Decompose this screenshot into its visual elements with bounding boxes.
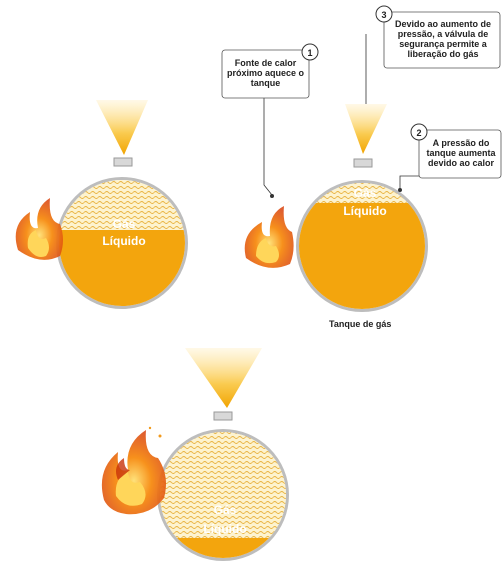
flame-1	[15, 198, 63, 260]
tank-2-liquid-label: Líquido	[343, 204, 386, 218]
safety-valve-3	[213, 411, 233, 421]
callout-text-2: A pressão do tanque aumenta devido ao ca…	[426, 138, 496, 168]
liquid-region-2	[299, 203, 425, 309]
callout-badge-2	[410, 123, 428, 141]
callout-text-3: Devido ao aumento de pressão, a válvula …	[394, 19, 492, 59]
gas-jet-2	[345, 104, 387, 154]
callout-number-1: 1	[307, 48, 312, 58]
safety-valve-2	[353, 158, 373, 168]
tank-3: Gás Líquido	[101, 348, 289, 561]
tank-1: Gás Líquido	[15, 100, 188, 309]
callout-badge-1	[301, 43, 319, 61]
tank-3-liquid-label: Líquido	[203, 522, 246, 536]
callout-number-2: 2	[416, 128, 421, 138]
tank-2-gas-label: Gás	[354, 186, 377, 200]
callout-text-1: Fonte de calor próximo aquece o tanque	[226, 58, 305, 88]
tank-2: Gás Líquido 1 3 2	[221, 5, 502, 312]
gas-region-3	[160, 432, 286, 538]
callout-box-3	[383, 11, 501, 69]
gas-jet-1	[96, 100, 148, 155]
tank-caption: Tanque de gás	[329, 319, 392, 329]
tank-3-gas-label: Gás	[214, 503, 237, 517]
callout-box-2	[418, 129, 502, 179]
callout-number-3: 3	[381, 10, 386, 20]
tank-1-gas-label: Gás	[113, 217, 136, 231]
flame-2	[244, 206, 294, 268]
tank-1-liquid-label: Líquido	[102, 234, 145, 248]
callout-box-1	[221, 49, 310, 99]
safety-valve-1	[113, 157, 133, 167]
leader-line-1	[263, 98, 273, 196]
flame-3	[101, 426, 166, 515]
callout-badge-3	[375, 5, 393, 23]
gas-jet-3	[185, 348, 262, 408]
